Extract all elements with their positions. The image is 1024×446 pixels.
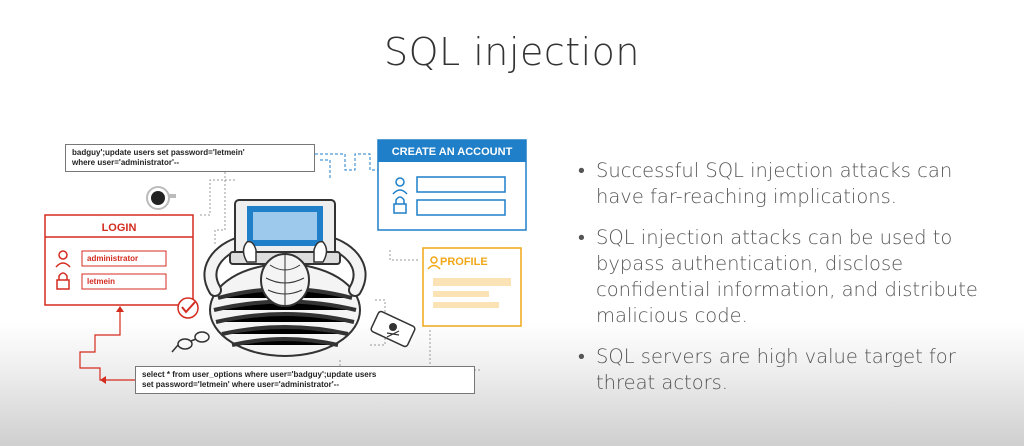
phone-skull-icon xyxy=(370,310,416,348)
profile-user-icon xyxy=(427,256,441,270)
login-username-value: administrator xyxy=(87,254,139,263)
bullet-item: SQL injection attacks can be used to byp… xyxy=(578,225,998,329)
create-account-panel xyxy=(377,139,527,231)
login-password-value: letmein xyxy=(87,277,116,286)
hacker-with-laptop xyxy=(203,199,367,357)
check-icon xyxy=(177,297,199,319)
login-panel xyxy=(44,214,199,319)
sql-injection-illustration: badguy';update users set password='letme… xyxy=(40,130,530,400)
lock-icon xyxy=(56,272,70,290)
bullet-item: SQL servers are high value target for th… xyxy=(578,344,998,396)
glasses-icon xyxy=(171,331,210,353)
red-arrow-path xyxy=(79,308,135,381)
illustration-graphics xyxy=(44,139,527,384)
lock-icon xyxy=(393,196,407,214)
resulting-query-snippet: select * from user_options where user='b… xyxy=(135,366,475,394)
create-account-title: CREATE AN ACCOUNT xyxy=(391,146,513,158)
slide-title: SQL injection xyxy=(383,30,641,74)
bullet-list: Successful SQL injection attacks can hav… xyxy=(578,158,998,411)
red-arrowhead-up xyxy=(116,306,124,312)
blue-arrow-path xyxy=(315,153,385,180)
red-arrowhead-left xyxy=(100,376,106,384)
login-title: LOGIN xyxy=(101,222,137,234)
user-icon xyxy=(392,177,408,195)
profile-panel xyxy=(422,247,522,327)
user-icon xyxy=(55,250,71,268)
coffee-cup-icon xyxy=(146,186,176,210)
bullet-item: Successful SQL injection attacks can hav… xyxy=(578,158,998,210)
injection-code-snippet: badguy';update users set password='letme… xyxy=(65,144,315,172)
profile-title: PROFILE xyxy=(440,256,488,268)
